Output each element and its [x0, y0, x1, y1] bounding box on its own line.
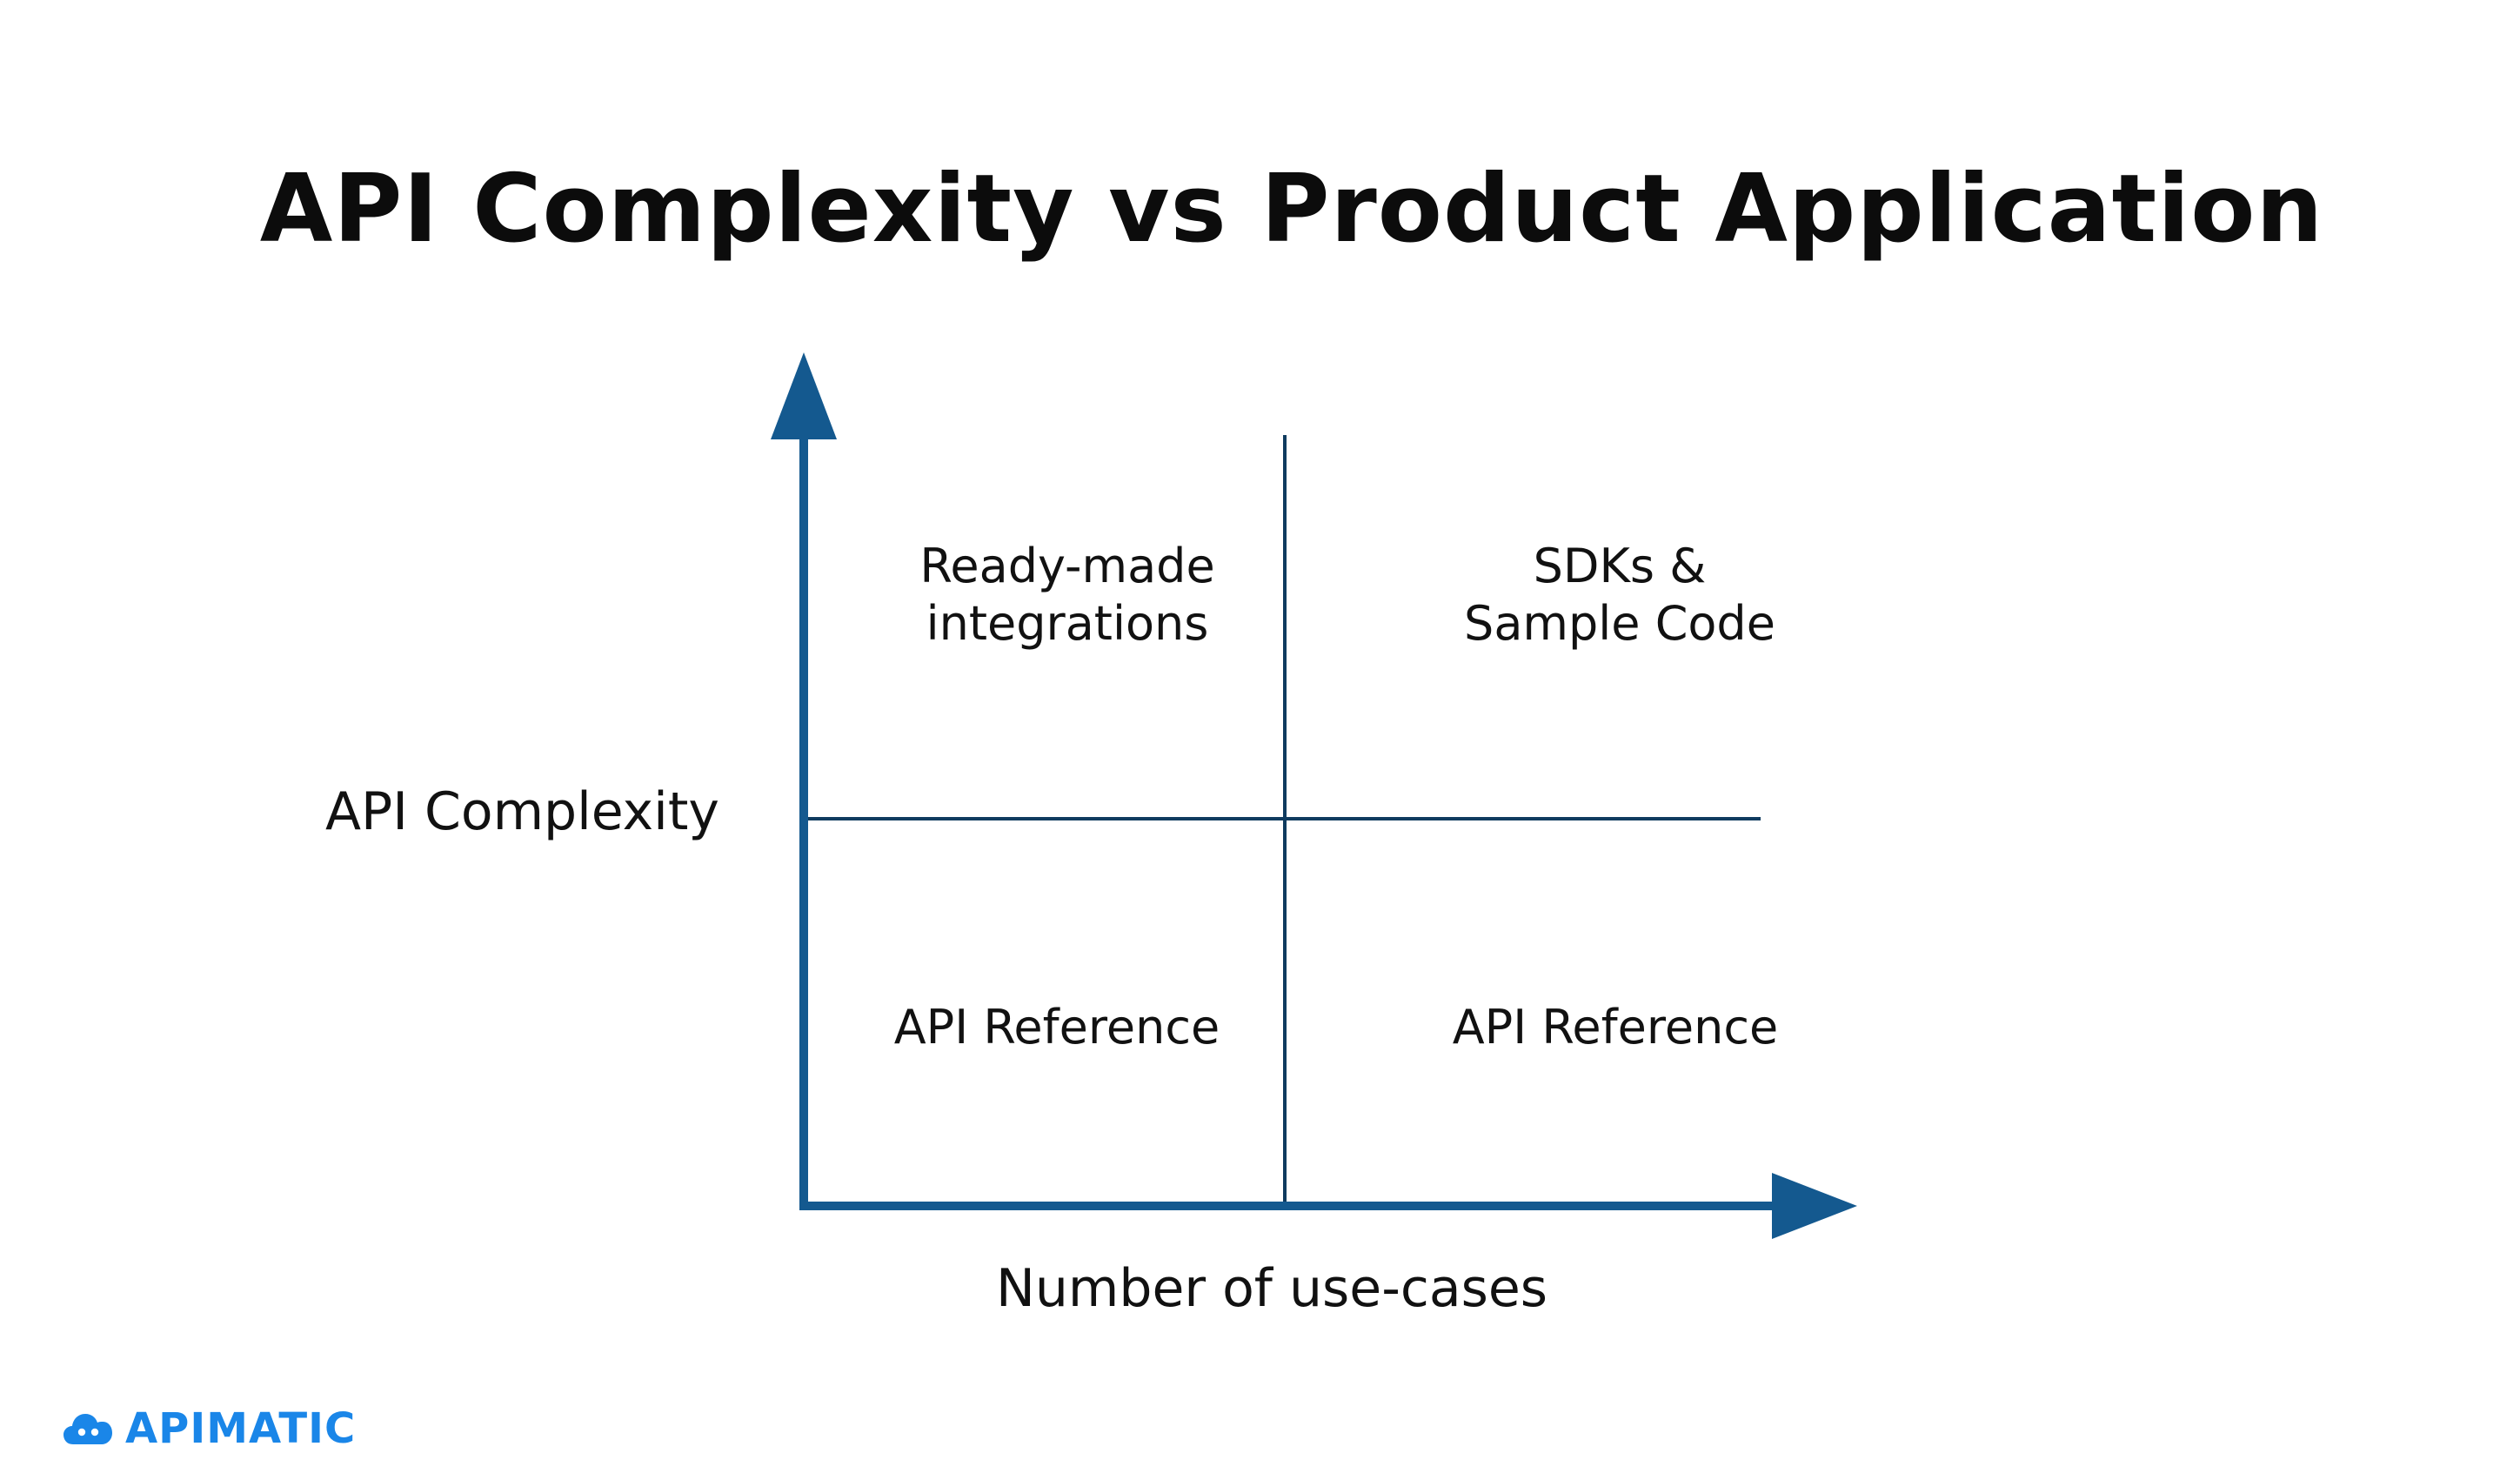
- quadrant-bottom-left: API Reference: [894, 999, 1220, 1056]
- quadrant-top-right: SDKs & Sample Code: [1464, 538, 1775, 653]
- quadrant-top-left-line-2: integrations: [926, 596, 1209, 651]
- quadrant-bottom-right-line-1: API Reference: [1452, 1000, 1779, 1055]
- x-axis-label: Number of use-cases: [996, 1258, 1548, 1319]
- quadrant-top-left-line-1: Ready-made: [919, 539, 1215, 593]
- page-title: API Complexity vs Product Application: [259, 155, 2324, 264]
- brand-name: APIMATIC: [125, 1404, 357, 1453]
- quadrant-bottom-right: API Reference: [1453, 999, 1779, 1056]
- quadrant-top-right-line-1: SDKs &: [1533, 539, 1707, 593]
- brand-logo: APIMATIC: [63, 1404, 356, 1453]
- y-axis-label: API Complexity: [325, 781, 719, 842]
- cloud-icon: [64, 1414, 112, 1444]
- quadrant-bottom-left-line-1: API Reference: [893, 1000, 1220, 1055]
- quadrant-top-right-line-2: Sample Code: [1464, 596, 1775, 651]
- y-axis-arrowhead: [771, 352, 837, 439]
- x-axis-arrowhead: [1772, 1173, 1857, 1239]
- quadrant-top-left: Ready-made integrations: [919, 538, 1214, 653]
